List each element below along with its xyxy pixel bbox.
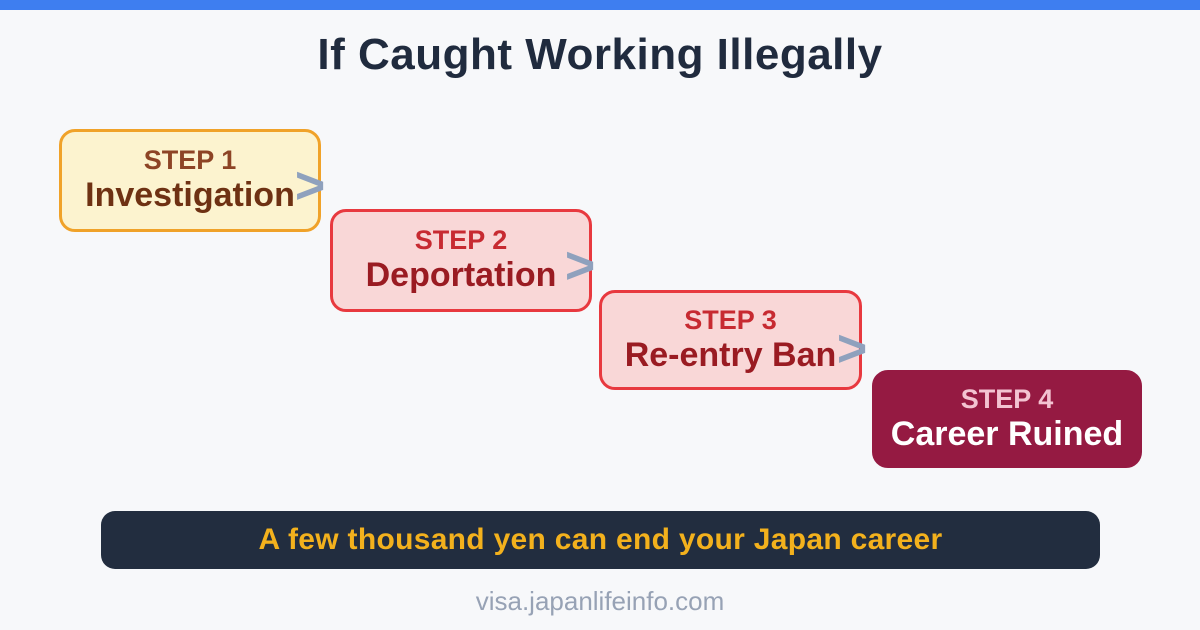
step-1-label: STEP 1 [143,145,237,176]
step-1-card: STEP 1 Investigation [59,129,321,232]
step-2-name: Deportation [365,256,557,295]
step-3-label: STEP 3 [684,304,777,335]
step-3-card: STEP 3 Re-entry Ban [599,290,862,390]
step-2-label: STEP 2 [414,225,508,256]
step-3-name: Re-entry Ban [624,335,837,374]
step-4-card: STEP 4 Career Ruined [872,370,1142,468]
step-1-name: Investigation [85,176,295,215]
warning-banner-text: A few thousand yen can end your Japan ca… [258,523,943,556]
step-4-name: Career Ruined [890,414,1124,453]
site-url: visa.japanlifeinfo.com [475,586,725,616]
page-title: If Caught Working Illegally [317,30,883,79]
step-2-card: STEP 2 Deportation [330,209,592,312]
warning-banner: A few thousand yen can end your Japan ca… [101,511,1100,569]
top-accent-bar [0,0,1200,10]
chevron-right-icon: > [564,237,596,295]
chevron-right-icon: > [294,157,326,215]
step-4-label: STEP 4 [960,383,1054,414]
chevron-right-icon: > [836,320,868,378]
